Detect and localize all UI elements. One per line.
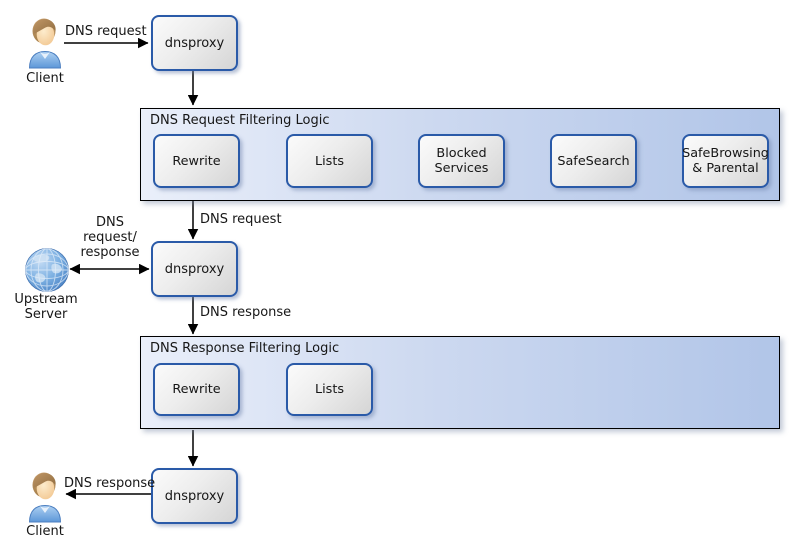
dnsproxy-bottom-node: dnsproxy <box>151 468 238 524</box>
edge-label-upstream-exchange: DNS request/ response <box>80 215 140 260</box>
dnsproxy-top-node: dnsproxy <box>151 15 238 71</box>
step-label: Lists <box>314 153 345 169</box>
step-blocked-services: Blocked Services <box>418 134 505 188</box>
client-top-icon <box>26 16 64 74</box>
step-label: Blocked Services <box>434 146 489 176</box>
person-icon <box>28 472 62 523</box>
edge-label-proxy-to-client: DNS response <box>64 476 156 491</box>
step-label: Rewrite <box>172 153 221 169</box>
dnsproxy-bottom-label: dnsproxy <box>164 488 225 504</box>
client-bottom-label: Client <box>26 524 64 539</box>
client-top-label: Client <box>26 71 64 86</box>
edge-label-resolver-to-filter: DNS response <box>200 305 292 320</box>
dnsproxy-top-label: dnsproxy <box>164 35 225 51</box>
step-safesearch: SafeSearch <box>550 134 637 188</box>
step-safebrowsing-parental: SafeBrowsing & Parental <box>682 134 769 188</box>
step-label: SafeBrowsing & Parental <box>682 146 769 176</box>
step-rewrite-request: Rewrite <box>153 134 240 188</box>
upstream-server-icon <box>24 247 70 297</box>
edge-label-client-to-proxy: DNS request <box>65 24 147 39</box>
upstream-server-label: Upstream Server <box>14 292 78 322</box>
response-filtering-container: DNS Response Filtering Logic Rewrite Lis… <box>140 336 780 429</box>
person-icon <box>28 18 62 69</box>
step-rewrite-response: Rewrite <box>153 363 240 416</box>
edge-label-proxy-to-resolver: DNS request <box>200 212 282 227</box>
globe-icon <box>25 248 69 292</box>
client-bottom-icon <box>26 470 64 528</box>
step-label: SafeSearch <box>557 153 630 169</box>
request-filtering-title: DNS Request Filtering Logic <box>150 113 330 128</box>
step-label: Lists <box>314 382 345 397</box>
request-filtering-container: DNS Request Filtering Logic Rewrite List… <box>140 108 780 201</box>
step-lists-request: Lists <box>286 134 373 188</box>
dnsproxy-middle-node: dnsproxy <box>151 241 238 297</box>
dnsproxy-middle-label: dnsproxy <box>164 261 225 277</box>
step-lists-response: Lists <box>286 363 373 416</box>
step-label: Rewrite <box>172 382 221 397</box>
response-filtering-title: DNS Response Filtering Logic <box>150 341 340 356</box>
